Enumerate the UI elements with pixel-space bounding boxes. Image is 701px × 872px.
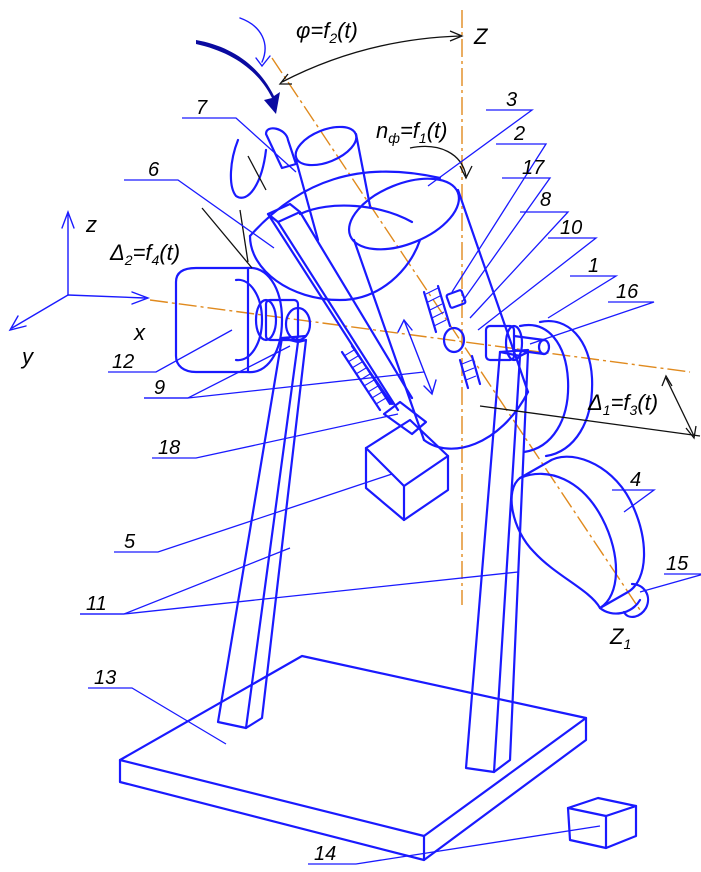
callout-13: 13 [94, 667, 116, 689]
n-rotation-arc [409, 145, 467, 177]
callout-18: 18 [158, 437, 180, 459]
right-post [464, 348, 530, 774]
motor-5 [364, 400, 450, 522]
callout-14: 14 [314, 843, 336, 865]
n-formula: nф=f1(t) [376, 118, 447, 146]
left-post [216, 334, 308, 730]
outer-ring [518, 319, 594, 458]
axis-label-Z: Z [473, 24, 489, 49]
central-bearing [442, 326, 482, 390]
callout-3: 3 [506, 89, 517, 111]
sensor-14 [566, 796, 638, 850]
delta2-dimension [201, 155, 267, 269]
axis-label-x: x [133, 320, 146, 345]
base-plate [118, 654, 588, 862]
callout-11: 11 [86, 593, 107, 615]
callout-7: 7 [196, 97, 208, 119]
callout-12: 12 [112, 351, 134, 373]
lead-screw [340, 344, 394, 412]
delta1-formula: Δ1=f3(t) [587, 390, 658, 418]
callout-1: 1 [588, 255, 599, 277]
leader-lines [80, 109, 701, 865]
flow-arrow-thick [196, 40, 280, 114]
callout-2: 2 [513, 123, 525, 145]
callout-10: 10 [560, 217, 582, 239]
callout-16: 16 [616, 281, 639, 303]
callout-9: 9 [154, 377, 165, 399]
motor-12 [174, 266, 284, 374]
callout-4: 4 [630, 469, 641, 491]
axis-label-z: z [85, 212, 97, 237]
delta2-formula: Δ2=f4(t) [109, 240, 180, 268]
axis-label-Z1: Z1 [609, 624, 631, 652]
callout-17: 17 [522, 157, 545, 179]
screw-8 [422, 284, 452, 334]
callout-5: 5 [124, 531, 136, 553]
motor-4 [510, 455, 650, 618]
coordinate-frame [8, 210, 150, 332]
cylinder-body [248, 170, 530, 450]
delta1-dimension [479, 374, 701, 440]
phi-arc [281, 35, 461, 83]
tube-7 [229, 125, 372, 242]
horizontal-axis [149, 299, 691, 373]
bearing-9 [254, 298, 312, 342]
phi-formula: φ=f2(t) [296, 18, 358, 46]
motion-arrow [397, 318, 437, 396]
callout-15: 15 [666, 553, 689, 575]
callout-8: 8 [540, 189, 551, 211]
tilted-axis-Z1 [271, 57, 641, 611]
screw-17 [445, 289, 467, 309]
callout-6: 6 [148, 159, 160, 181]
axis-label-y: y [20, 344, 35, 369]
bearing-10 [484, 324, 551, 362]
rotation-arrow [239, 17, 271, 68]
